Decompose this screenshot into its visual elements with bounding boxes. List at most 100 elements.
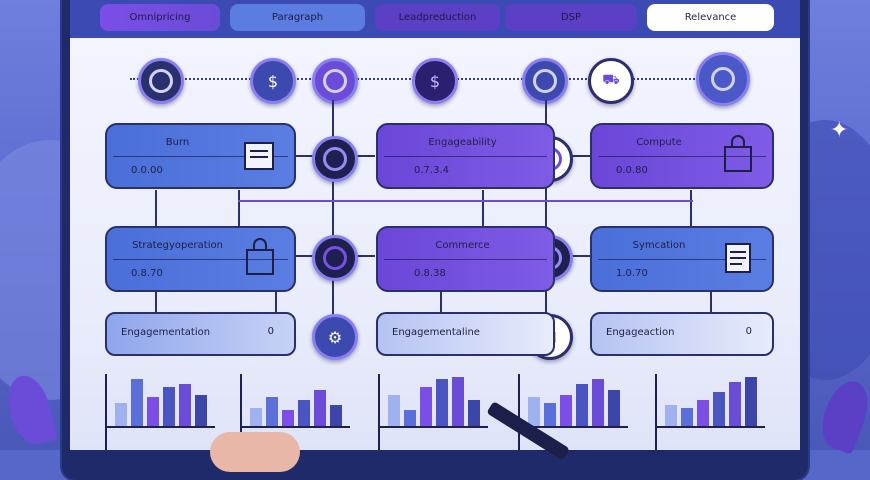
card-title: Compute bbox=[636, 137, 682, 148]
chart-bar bbox=[115, 403, 127, 426]
card-value: 0.8.38 bbox=[414, 268, 446, 279]
bar-label: Engageaction bbox=[606, 327, 675, 338]
document-icon bbox=[725, 243, 751, 273]
engagement-bar-1[interactable]: Engagementation 0 bbox=[105, 312, 296, 356]
card-divider bbox=[113, 156, 288, 157]
moon-icon[interactable] bbox=[138, 58, 184, 104]
card-divider bbox=[598, 259, 766, 260]
bar-value: 0 bbox=[745, 326, 752, 337]
chart-bar bbox=[592, 379, 604, 426]
cart-icon[interactable]: ⛟ bbox=[588, 58, 634, 104]
metric-card-burn[interactable]: Burn 0.0.00 bbox=[105, 123, 296, 189]
connector-vertical bbox=[482, 190, 484, 230]
connector-vertical bbox=[275, 290, 277, 312]
card-divider bbox=[598, 156, 766, 157]
card-divider bbox=[384, 156, 547, 157]
chart-axis-y bbox=[378, 374, 380, 450]
cart-avatar-icon[interactable] bbox=[522, 58, 568, 104]
card-title: Burn bbox=[165, 137, 190, 148]
tab-omnipricing[interactable]: Omnipricing bbox=[100, 4, 220, 31]
hand-decoration bbox=[210, 432, 300, 472]
bar-label: Engagementation bbox=[121, 327, 211, 338]
mini-bar-chart bbox=[105, 370, 215, 450]
chart-bar bbox=[163, 387, 175, 426]
chart-bar bbox=[729, 382, 741, 426]
chart-bar bbox=[420, 387, 432, 426]
tab-bar: Omnipricing Paragraph Leadpreduction DSP… bbox=[70, 0, 800, 38]
shopping-bag-icon bbox=[246, 238, 274, 275]
chart-bar bbox=[436, 379, 448, 426]
target-icon[interactable] bbox=[696, 52, 750, 106]
card-value: 0.8.70 bbox=[131, 268, 163, 279]
connector-horizontal bbox=[238, 200, 693, 202]
metric-card-strategyoperation[interactable]: Strategyoperation 0.8.70 bbox=[105, 226, 296, 292]
chart-bar bbox=[147, 397, 159, 426]
card-value: 0.0.00 bbox=[131, 165, 163, 176]
chart-bar bbox=[195, 395, 207, 426]
chart-bar bbox=[745, 377, 757, 426]
chart-axis-y bbox=[240, 374, 242, 450]
node-circle-icon[interactable] bbox=[312, 136, 358, 182]
chart-bar bbox=[131, 379, 143, 426]
dollar-icon[interactable]: $ bbox=[250, 58, 296, 104]
card-divider bbox=[384, 259, 547, 260]
chart-bar bbox=[282, 410, 294, 426]
chart-axis-x bbox=[240, 426, 350, 428]
connector-vertical bbox=[690, 190, 692, 230]
dollar-icon[interactable]: $ bbox=[412, 58, 458, 104]
chart-bar bbox=[576, 384, 588, 426]
tab-dsp[interactable]: DSP bbox=[505, 4, 637, 31]
connector-vertical bbox=[332, 100, 334, 320]
connector-vertical bbox=[710, 290, 712, 312]
dashboard-screen: Omnipricing Paragraph Leadpreduction DSP… bbox=[70, 0, 800, 450]
card-title: Commerce bbox=[435, 240, 490, 251]
pie-chart-icon[interactable] bbox=[312, 235, 358, 281]
mini-bar-chart bbox=[240, 370, 350, 450]
chart-bar bbox=[560, 395, 572, 426]
engagement-bar-3[interactable]: Engageaction 0 bbox=[590, 312, 774, 356]
sparkle-icon: ✦ bbox=[830, 118, 849, 143]
mini-bar-chart bbox=[655, 370, 765, 450]
card-value: 0.7.3.4 bbox=[414, 165, 449, 176]
card-title: Strategyoperation bbox=[132, 240, 223, 251]
chart-bar bbox=[452, 377, 464, 426]
metric-card-compute[interactable]: Compute 0.0.80 bbox=[590, 123, 774, 189]
chart-bar bbox=[468, 400, 480, 426]
chart-bar bbox=[404, 410, 416, 426]
tab-relevance[interactable]: Relevance bbox=[647, 4, 774, 31]
chart-axis-y bbox=[518, 374, 520, 450]
connector-vertical bbox=[440, 290, 442, 312]
gear-icon[interactable]: ⚙ bbox=[312, 314, 358, 360]
tab-leadpreduction[interactable]: Leadpreduction bbox=[375, 4, 500, 31]
chart-bar bbox=[665, 405, 677, 426]
metric-card-commerce[interactable]: Commerce 0.8.38 bbox=[376, 226, 555, 292]
chart-axis-y bbox=[655, 374, 657, 450]
chart-bar bbox=[266, 397, 278, 426]
card-divider bbox=[113, 259, 288, 260]
chart-axis-y bbox=[105, 374, 107, 450]
metric-card-engageability[interactable]: Engageability 0.7.3.4 bbox=[376, 123, 555, 189]
chart-bar bbox=[388, 395, 400, 426]
chart-axis-x bbox=[518, 426, 628, 428]
bar-value: 0 bbox=[267, 326, 274, 337]
swirl-icon[interactable] bbox=[312, 58, 358, 104]
chart-axis-x bbox=[105, 426, 215, 428]
chart-bar bbox=[330, 405, 342, 426]
engagement-bar-2[interactable]: Engagementaline bbox=[376, 312, 555, 356]
folder-icon bbox=[244, 142, 274, 170]
connector-vertical bbox=[155, 190, 157, 230]
mini-bar-chart bbox=[518, 370, 628, 450]
chart-bar bbox=[681, 408, 693, 426]
tab-paragraph[interactable]: Paragraph bbox=[230, 4, 365, 31]
shopping-bag-icon bbox=[724, 135, 752, 172]
chart-bar bbox=[608, 390, 620, 426]
metric-card-symcation[interactable]: Symcation 1.0.70 bbox=[590, 226, 774, 292]
mini-bar-chart bbox=[378, 370, 488, 450]
chart-bar bbox=[544, 403, 556, 426]
chart-bar bbox=[179, 384, 191, 426]
chart-bar bbox=[697, 400, 709, 426]
connector-vertical bbox=[545, 100, 547, 320]
bar-label: Engagementaline bbox=[392, 327, 480, 338]
connector-vertical bbox=[238, 190, 240, 230]
chart-bar bbox=[250, 408, 262, 426]
